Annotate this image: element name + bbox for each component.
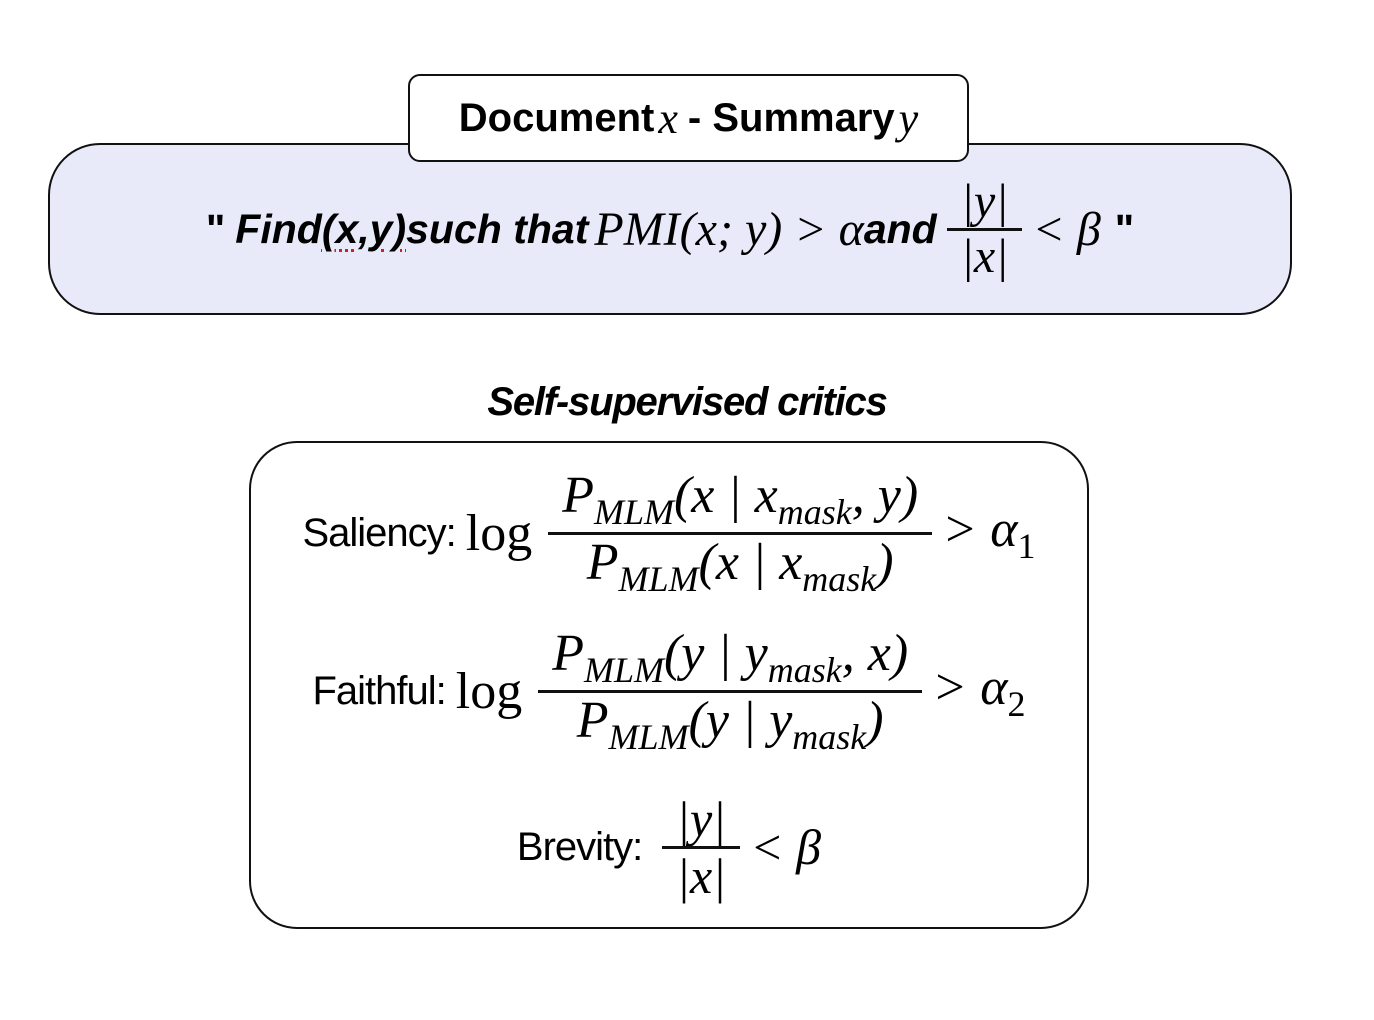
objective-ratio-denominator: |x| [960,229,1009,283]
faithful-threshold: > α2 [932,658,1026,724]
brevity-label: Brevity: [516,824,643,869]
objective-xy: (x,y) [321,205,407,252]
objective-and: and [863,205,937,252]
brevity-denominator: |x| [676,847,726,904]
critics-title: Self-supervised critics [487,380,887,424]
saliency-critic: Saliency: log PMLM(x | xmask, y) PMLM(x … [249,460,1089,606]
brevity-threshold: < β [749,819,822,875]
brevity-critic: Brevity: |y| |x| < β [249,778,1089,916]
faithful-critic: Faithful: log PMLM(y | ymask, x) PMLM(y … [249,618,1089,764]
document-summary-tab: Document x - Summary y [408,74,969,162]
objective-find: Find [235,205,322,252]
close-quote: " [1114,205,1135,252]
faithful-log: log [455,662,523,720]
doc-tab-y: y [898,93,919,143]
saliency-fraction-bar [548,531,933,535]
faithful-label: Faithful: [312,668,446,713]
objective-box [48,143,1292,315]
faithful-fraction-bar [538,689,923,693]
faithful-fraction: PMLM(y | ymask, x) PMLM(y | ymask) [538,624,923,757]
saliency-fraction: PMLM(x | xmask, y) PMLM(x | xmask) [548,466,933,599]
objective-statement: " Find (x,y) such that PMI(x; y) > α and… [48,143,1292,315]
objective-lt-beta: < β [1032,202,1101,256]
brevity-numerator: |y| [676,790,726,847]
brevity-fraction-bar [662,845,740,849]
objective-ratio-fraction: |y| |x| [946,174,1023,283]
doc-tab-x: x [658,93,678,143]
objective-fraction-bar [946,227,1023,231]
brevity-fraction: |y| |x| [662,792,740,903]
saliency-label: Saliency: [302,510,456,555]
objective-pmi: PMI(x; y) > α [594,202,864,256]
faithful-numerator: PMLM(y | ymask, x) [552,624,909,690]
saliency-denominator: PMLM(x | xmask) [586,533,894,599]
saliency-threshold: > α1 [942,500,1036,566]
objective-ratio-numerator: |y| [960,174,1009,228]
open-quote: " [205,205,226,252]
doc-tab-prefix: Document [458,95,655,140]
faithful-denominator: PMLM(y | ymask) [576,691,884,757]
saliency-numerator: PMLM(x | xmask, y) [562,466,919,532]
objective-such-that: such that [406,205,589,252]
doc-tab-middle: - Summary [687,95,895,140]
saliency-log: log [465,504,533,562]
